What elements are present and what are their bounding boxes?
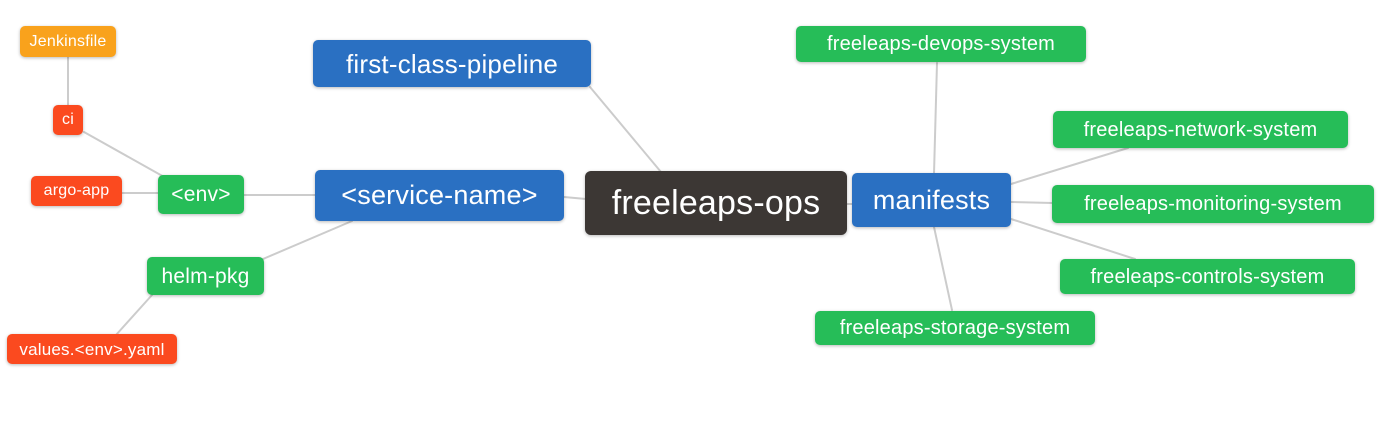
node-argo-app[interactable]: argo-app xyxy=(31,176,122,206)
edge-manifests-storage-system xyxy=(933,226,953,311)
node-freeleaps-network-system[interactable]: freeleaps-network-system xyxy=(1053,111,1348,148)
node-label: manifests xyxy=(872,184,991,215)
node-ci[interactable]: ci xyxy=(53,105,83,135)
node-service-name[interactable]: <service-name> xyxy=(315,170,564,221)
edge-pipeline-freeleaps-ops xyxy=(589,86,662,173)
node-freeleaps-storage-system[interactable]: freeleaps-storage-system xyxy=(815,311,1095,345)
node-label: <env> xyxy=(171,183,231,206)
node-label: helm-pkg xyxy=(161,264,250,288)
node-freeleaps-ops[interactable]: freeleaps-ops xyxy=(585,171,847,235)
node-label: ci xyxy=(62,111,74,128)
edge-manifests-devops-system xyxy=(933,62,938,175)
node-label: freeleaps-monitoring-system xyxy=(1084,193,1342,215)
node-manifests[interactable]: manifests xyxy=(852,173,1011,227)
edge-service-name-freeleaps-ops xyxy=(563,196,587,200)
node-label: first-class-pipeline xyxy=(345,48,559,79)
node-label: freeleaps-controls-system xyxy=(1090,265,1325,288)
edge-manifests-network-system xyxy=(1010,147,1129,185)
node-values-env-yaml[interactable]: values.<env>.yaml xyxy=(7,334,177,364)
node-freeleaps-devops-system[interactable]: freeleaps-devops-system xyxy=(796,26,1086,62)
node-freeleaps-controls-system[interactable]: freeleaps-controls-system xyxy=(1060,259,1355,294)
node-label: values.<env>.yaml xyxy=(19,339,165,359)
node-label: argo-app xyxy=(43,182,110,199)
node-jenkinsfile[interactable]: Jenkinsfile xyxy=(20,26,116,57)
node-label: freeleaps-devops-system xyxy=(826,33,1056,55)
edge-manifests-monitoring-system xyxy=(1010,201,1054,204)
edge-service-name-helm-pkg xyxy=(262,220,353,260)
edge-ci-env xyxy=(83,131,167,179)
edge-manifests-controls-system xyxy=(1010,218,1136,260)
node-helm-pkg[interactable]: helm-pkg xyxy=(147,257,264,295)
node-first-class-pipeline[interactable]: first-class-pipeline xyxy=(313,40,591,87)
node-label: freeleaps-ops xyxy=(611,184,821,222)
edge-helm-pkg-values-env-yaml xyxy=(115,294,153,336)
node-label: <service-name> xyxy=(341,180,538,210)
node-label: freeleaps-network-system xyxy=(1083,118,1318,141)
node-label: freeleaps-storage-system xyxy=(839,317,1071,339)
node-env[interactable]: <env> xyxy=(158,175,244,214)
node-label: Jenkinsfile xyxy=(29,32,107,50)
node-freeleaps-monitoring-system[interactable]: freeleaps-monitoring-system xyxy=(1052,185,1374,223)
